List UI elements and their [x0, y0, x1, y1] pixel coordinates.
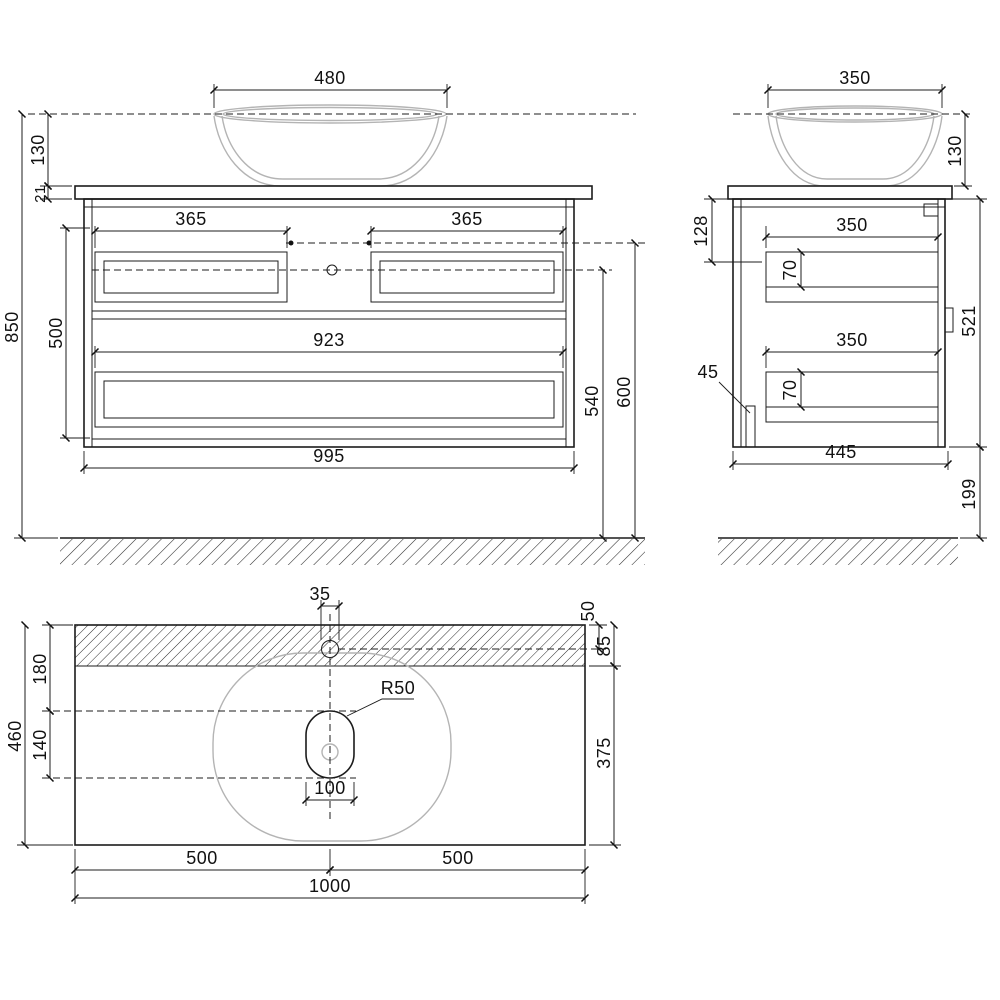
dim-side-floor-clearance: 199: [959, 478, 979, 510]
dim-side-drawer-top-height: 70: [780, 259, 800, 280]
front-drawers: [92, 251, 566, 428]
dim-front-basin-height: 130: [28, 134, 48, 166]
front-cabinet-body: [83, 198, 575, 448]
side-ground-hatch: [718, 537, 958, 565]
side-wall-bracket-mid: [945, 307, 954, 333]
dim-top-drain-cutout-width: 100: [314, 778, 346, 798]
side-countertop: [727, 185, 953, 200]
dim-side-cabinet-depth: 445: [825, 442, 857, 462]
dim-top-counter-depth: 460: [5, 720, 25, 752]
side-vessel-basin: [767, 105, 943, 187]
dim-side-body-height: 521: [959, 305, 979, 337]
dim-top-counter-width: 1000: [309, 876, 351, 896]
dim-side-drawer-top-depth: 350: [836, 215, 868, 235]
front-faucet-dot-left: [288, 240, 294, 246]
top-faucet-hole: [321, 640, 339, 658]
dim-top-half-width-left: 500: [186, 848, 218, 868]
dim-top-faucet-hole-diameter: 35: [309, 584, 330, 604]
top-view: 35 50 85 375 180 140 460 R50 100: [5, 584, 621, 904]
dim-top-back-offset: 180: [30, 653, 50, 685]
side-wall-bracket-top: [923, 203, 939, 217]
side-drawers: [765, 251, 939, 423]
dim-front-cabinet-width: 995: [313, 446, 345, 466]
dim-side-basin-width: 350: [839, 68, 871, 88]
dim-front-drawer-left-width: 365: [175, 209, 207, 229]
dim-top-front-depth: 375: [594, 737, 614, 769]
dim-front-body-height: 500: [46, 317, 66, 349]
front-overflow-hole: [326, 264, 338, 276]
dim-top-drain-radius: R50: [381, 678, 416, 698]
dim-top-back-strip-depth: 85: [594, 635, 614, 656]
front-ground-hatch: [60, 537, 645, 565]
dim-side-bracket-size: 45: [697, 362, 718, 382]
dim-front-basin-width: 480: [314, 68, 346, 88]
dim-front-drain-height: 540: [582, 385, 602, 417]
dim-side-drawer-bottom-height: 70: [780, 379, 800, 400]
dim-front-bottom-drawer-width: 923: [313, 330, 345, 350]
dim-top-faucet-back-offset: 50: [578, 600, 598, 621]
dim-top-drain-cutout-length: 140: [30, 729, 50, 761]
dim-front-total-height: 850: [2, 311, 22, 343]
front-view: 480 130 21 850 500 365 365: [2, 68, 645, 565]
front-centerlines-and-holes: [92, 240, 645, 276]
front-countertop: [74, 185, 593, 200]
side-view: 350 130 128 350 70 350 70 45: [691, 68, 987, 565]
dim-side-top-inset: 128: [691, 215, 711, 247]
side-foot-bracket: [745, 405, 756, 448]
dim-side-drawer-bottom-depth: 350: [836, 330, 868, 350]
front-faucet-dot-right: [366, 240, 372, 246]
front-dimensions: 480 130 21 850 500 365 365: [2, 68, 640, 543]
front-vessel-basin: [213, 104, 448, 187]
dim-front-countertop-thickness: 21: [32, 185, 49, 203]
dim-front-faucet-height: 600: [614, 376, 634, 408]
top-basin-footprint: [212, 652, 452, 842]
dim-side-basin-height: 130: [945, 135, 965, 167]
dim-front-drawer-right-width: 365: [451, 209, 483, 229]
side-dimensions: 350 130 128 350 70 350 70 45: [691, 68, 987, 543]
dim-top-half-width-right: 500: [442, 848, 474, 868]
top-dimensions: 35 50 85 375 180 140 460 R50 100: [5, 584, 621, 904]
